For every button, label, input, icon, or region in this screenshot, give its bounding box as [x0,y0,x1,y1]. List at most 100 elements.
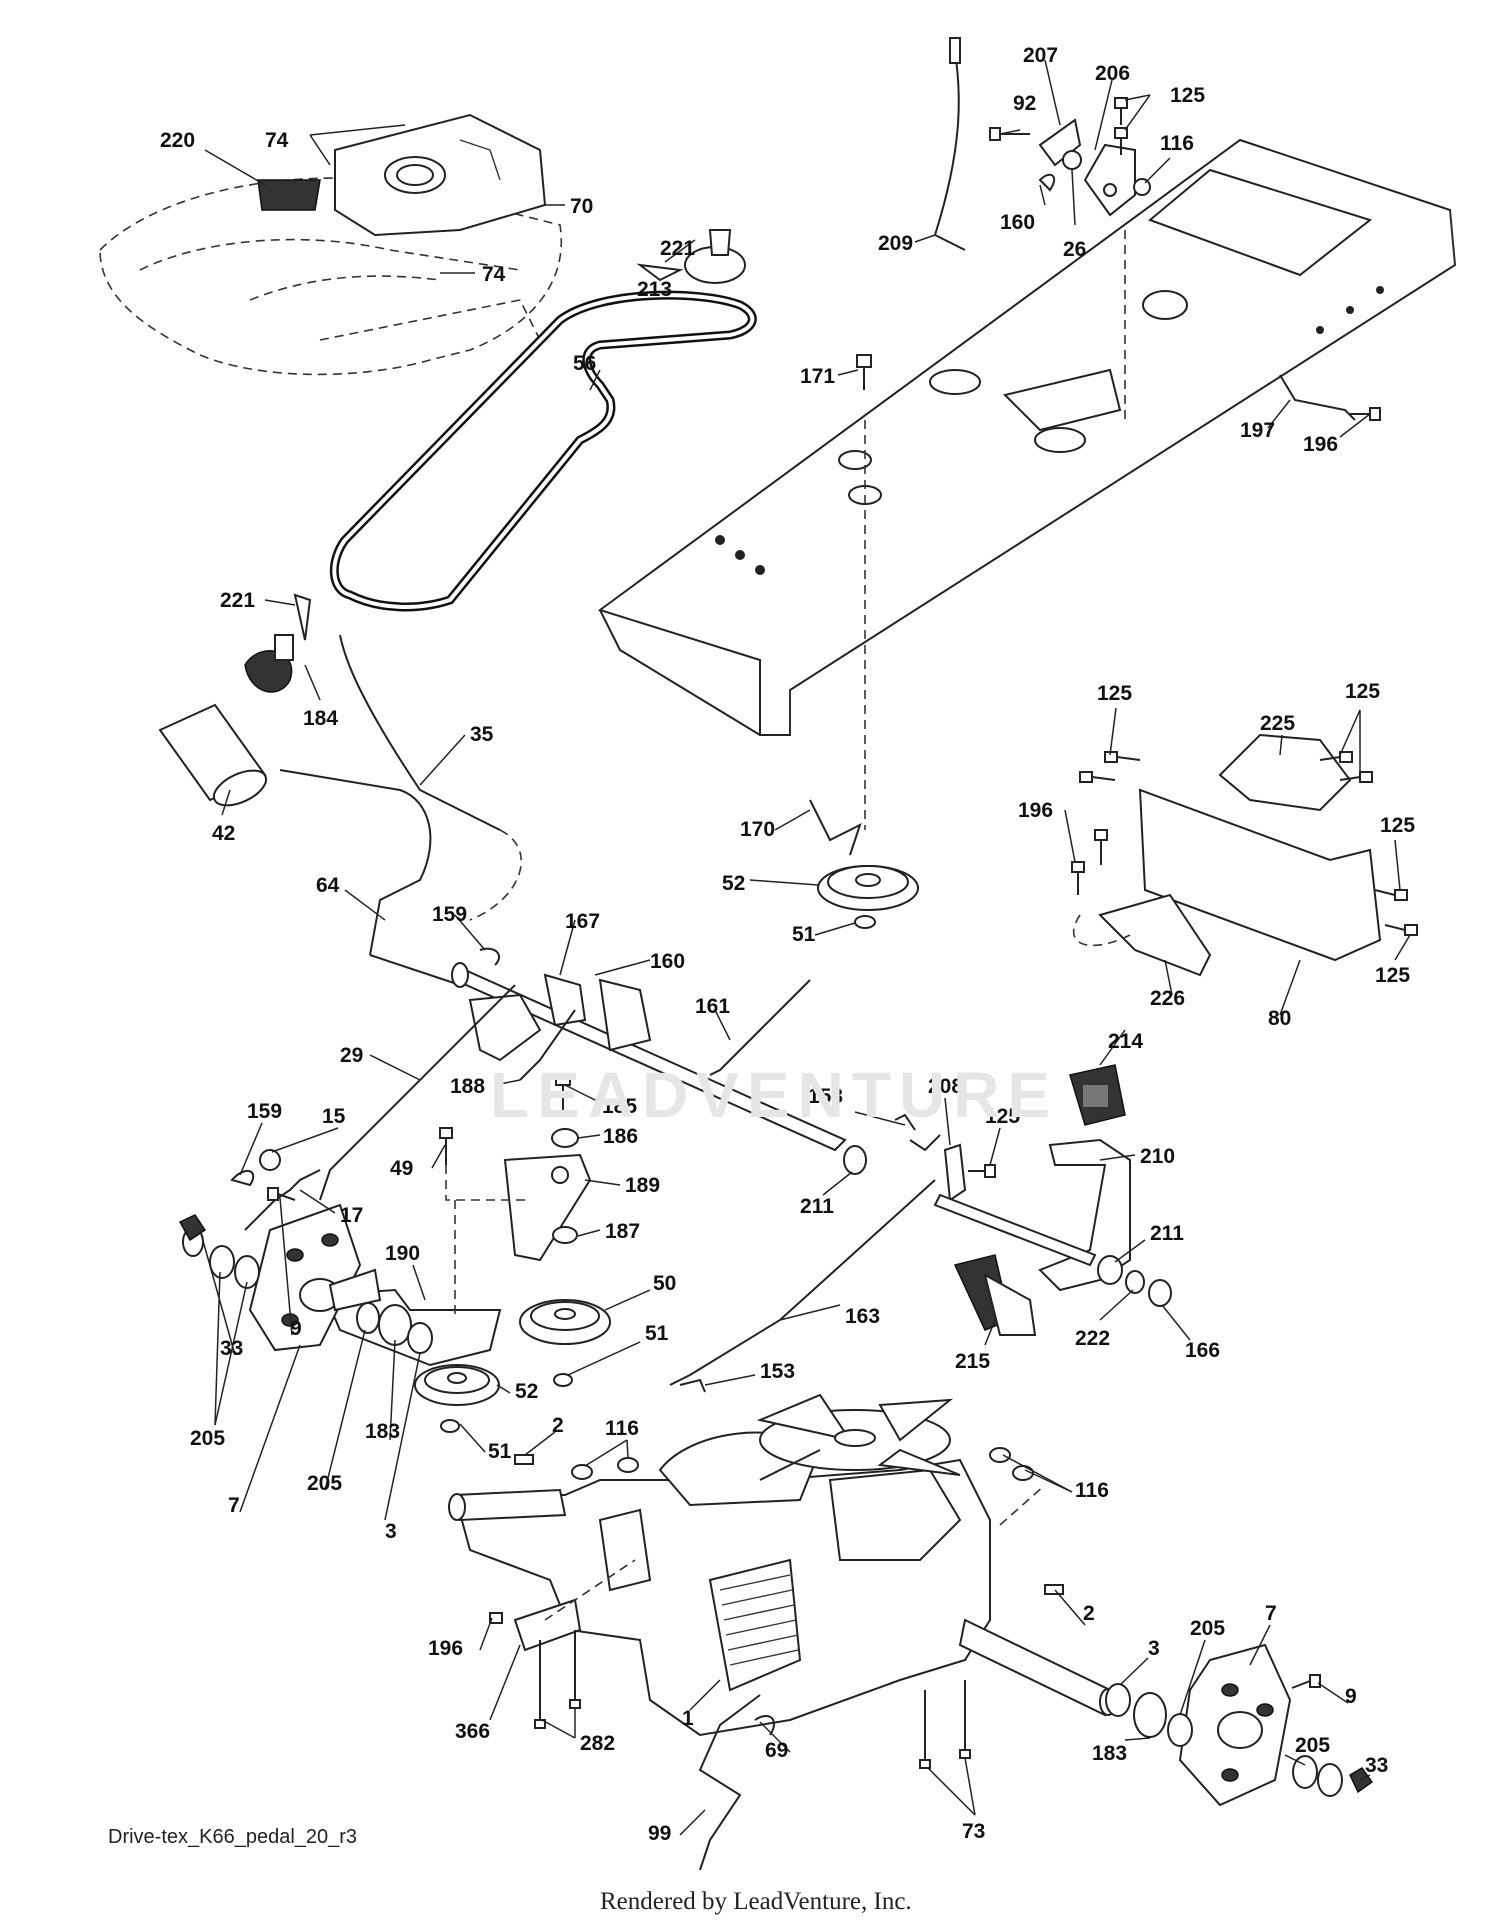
callout-74: 74 [482,263,506,286]
rod-163 [669,1179,936,1386]
bolts-125-right [1079,751,1418,936]
callout-188: 188 [450,1075,485,1098]
bolt-9-right [1291,1674,1321,1689]
nut-51-bottom [440,1419,460,1433]
callout-187: 187 [605,1220,640,1243]
bolt-196-left [489,1612,503,1624]
callout-153: 153 [808,1085,843,1108]
callout-125: 125 [985,1105,1020,1128]
render-credit: Rendered by LeadVenture, Inc. [600,1888,912,1915]
axle-shaft-right [958,1618,1117,1717]
callout-215: 215 [955,1350,990,1373]
pin-159-top [479,947,500,966]
drive-belt [329,290,757,612]
bracket-208 [909,1134,967,1202]
callout-189: 189 [625,1174,660,1197]
cable-35 [339,634,523,921]
callout-225: 225 [1260,712,1295,735]
callout-56: 56 [573,352,596,375]
callout-73: 73 [962,1820,985,1843]
callout-labels: 220 74 70 74 221 213 56 207 206 125 92 1… [160,44,1415,1845]
callout-170: 170 [740,818,775,841]
callout-184: 184 [303,707,338,730]
callout-7: 7 [228,1494,240,1517]
pedal-arm-210 [1038,1138,1131,1292]
callout-207: 207 [1023,44,1058,67]
callout-163: 163 [845,1305,880,1328]
washers-211-222-166 [843,1145,1172,1307]
callout-2: 2 [552,1414,564,1437]
callout-9: 9 [290,1317,302,1340]
bolt-125-pedal [968,1164,996,1178]
grip-42 [158,703,268,807]
key-2-left [514,1454,534,1465]
callout-210: 210 [1140,1145,1175,1168]
callout-35: 35 [470,723,494,746]
callout-2: 2 [1083,1602,1095,1625]
spacer-187 [552,1226,578,1244]
washer-15 [259,1149,281,1171]
clip-69 [754,1715,775,1736]
callout-153: 153 [760,1360,795,1383]
callout-74: 74 [265,129,289,152]
bolt-92 [989,127,1030,141]
cooling-fan [756,1393,961,1481]
callout-125: 125 [1380,814,1415,837]
rod-99 [698,1694,761,1871]
pedal-shaft [933,1193,1097,1267]
callout-116: 116 [1160,132,1194,155]
callout-9: 9 [1345,1685,1357,1708]
bolt-49 [439,1127,453,1165]
callout-366: 366 [455,1720,490,1743]
clip-221-left [293,593,312,641]
callout-29: 29 [340,1044,363,1067]
callout-49: 49 [390,1157,413,1180]
callout-125: 125 [1375,964,1410,987]
spring-17 [244,1169,321,1231]
callout-166: 166 [1185,1339,1220,1362]
bracket-225 [1218,733,1352,812]
center-line-49 [445,1165,525,1201]
chassis-frame [597,138,1457,736]
fender-outline [99,177,563,376]
callout-167: 167 [565,910,600,933]
bolts-282 [534,1630,581,1729]
rod-188 [519,1009,576,1081]
transaxle-1 [453,1431,991,1737]
callout-226: 226 [1150,987,1185,1010]
callout-125: 125 [1097,682,1132,705]
bolt-125-top [1114,97,1128,155]
callout-211: 211 [800,1195,834,1218]
callout-69: 69 [765,1739,788,1762]
pedal-pad-214 [1069,1064,1126,1126]
callout-159: 159 [247,1100,282,1123]
callout-186: 186 [603,1125,638,1148]
callout-3: 3 [1148,1637,1160,1660]
pulley-52-bottom [414,1364,500,1406]
callout-17: 17 [340,1204,363,1227]
callout-116: 116 [605,1417,639,1440]
pulley-50 [519,1299,611,1345]
callout-80: 80 [1268,1007,1291,1030]
fender-cover [334,113,547,237]
callout-205: 205 [190,1427,225,1450]
callout-160: 160 [1000,211,1035,234]
spring-161 [709,979,811,1076]
callout-125: 125 [1170,84,1205,107]
callout-221: 221 [220,589,255,612]
callout-190: 190 [385,1242,420,1265]
bracket-226 [1098,893,1212,977]
knob-213 [684,229,746,284]
spring-clip-170 [809,799,862,856]
callout-185: 185 [602,1095,637,1118]
callout-64: 64 [316,874,340,897]
bolts-196-right [1071,829,1108,895]
clip-221-top [636,263,684,282]
center-line-right [999,1484,1046,1526]
callout-222: 222 [1075,1327,1110,1350]
callout-205: 205 [1190,1617,1225,1640]
callout-183: 183 [365,1420,400,1443]
bolt-9-left [267,1187,296,1201]
callout-52: 52 [722,872,745,895]
